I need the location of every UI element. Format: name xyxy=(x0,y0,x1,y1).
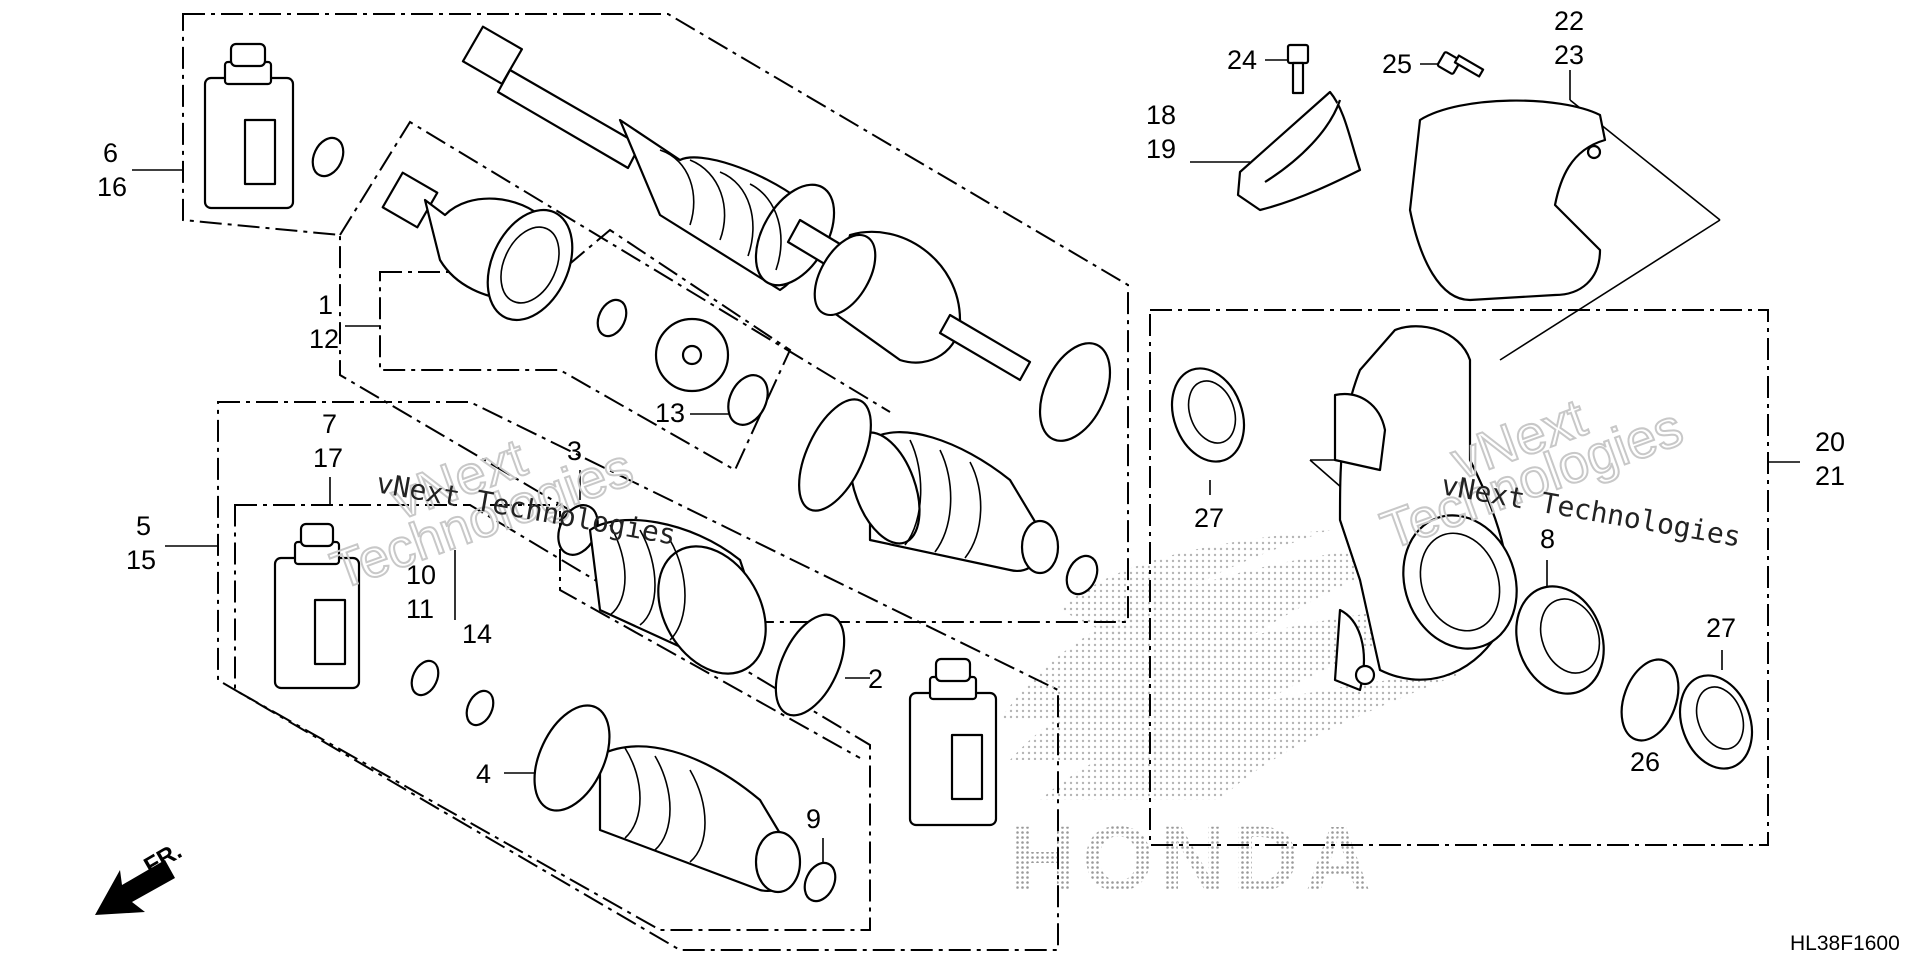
diagram-code: HL38F1600 xyxy=(1790,932,1900,955)
boot-rib-lines xyxy=(659,149,782,271)
callout-8: 8 xyxy=(1540,524,1555,554)
bearing-icon xyxy=(1515,585,1605,695)
callout-12: 12 xyxy=(309,324,339,354)
callout-17: 17 xyxy=(313,443,343,473)
callout-14: 14 xyxy=(462,619,492,649)
callout-5: 5 xyxy=(136,511,151,541)
front-arrow-icon: FR. xyxy=(95,837,186,915)
circlip-icon xyxy=(311,136,1680,742)
guard-icon xyxy=(1236,90,1607,302)
axle-shaft-icon xyxy=(461,25,1032,382)
callout-6: 6 xyxy=(103,138,118,168)
callout-7: 7 xyxy=(322,409,337,439)
grease-bottle-icon xyxy=(203,42,295,210)
inner-joint-icon xyxy=(381,171,730,393)
grease-bottle-icon xyxy=(273,522,361,690)
callout-27-right: 27 xyxy=(1706,613,1736,643)
callout-13: 13 xyxy=(655,398,685,428)
callout-labels: 6 16 1 12 13 7 17 5 15 3 10 11 14 2 4 9 … xyxy=(97,6,1900,955)
oil-seal-icon xyxy=(1170,367,1754,770)
callout-3-top: 3 xyxy=(567,436,582,466)
callout-10: 10 xyxy=(406,560,436,590)
callout-24: 24 xyxy=(1227,45,1257,75)
knuckle-icon xyxy=(1333,325,1518,692)
boot-band-icon xyxy=(533,342,1112,903)
grease-bottle-icon xyxy=(908,657,998,827)
callout-27-left: 27 xyxy=(1194,503,1224,533)
callout-2: 2 xyxy=(868,664,883,694)
callout-19: 19 xyxy=(1146,134,1176,164)
callout-15: 15 xyxy=(126,545,156,575)
boot-icon xyxy=(588,431,1060,894)
callout-22: 22 xyxy=(1554,6,1584,36)
callout-18: 18 xyxy=(1146,100,1176,130)
bolt-icon xyxy=(1286,43,1485,95)
callout-9: 9 xyxy=(806,804,821,834)
brand-wordmark: HONDA xyxy=(1010,808,1377,910)
callout-11: 11 xyxy=(406,594,434,624)
callout-25: 25 xyxy=(1382,49,1412,79)
callout-1: 1 xyxy=(318,290,333,320)
callout-23: 23 xyxy=(1554,40,1584,70)
callout-4: 4 xyxy=(476,759,491,789)
callout-21: 21 xyxy=(1815,461,1845,491)
callout-16: 16 xyxy=(97,172,127,202)
callout-26: 26 xyxy=(1630,747,1660,777)
callout-20: 20 xyxy=(1815,427,1845,457)
